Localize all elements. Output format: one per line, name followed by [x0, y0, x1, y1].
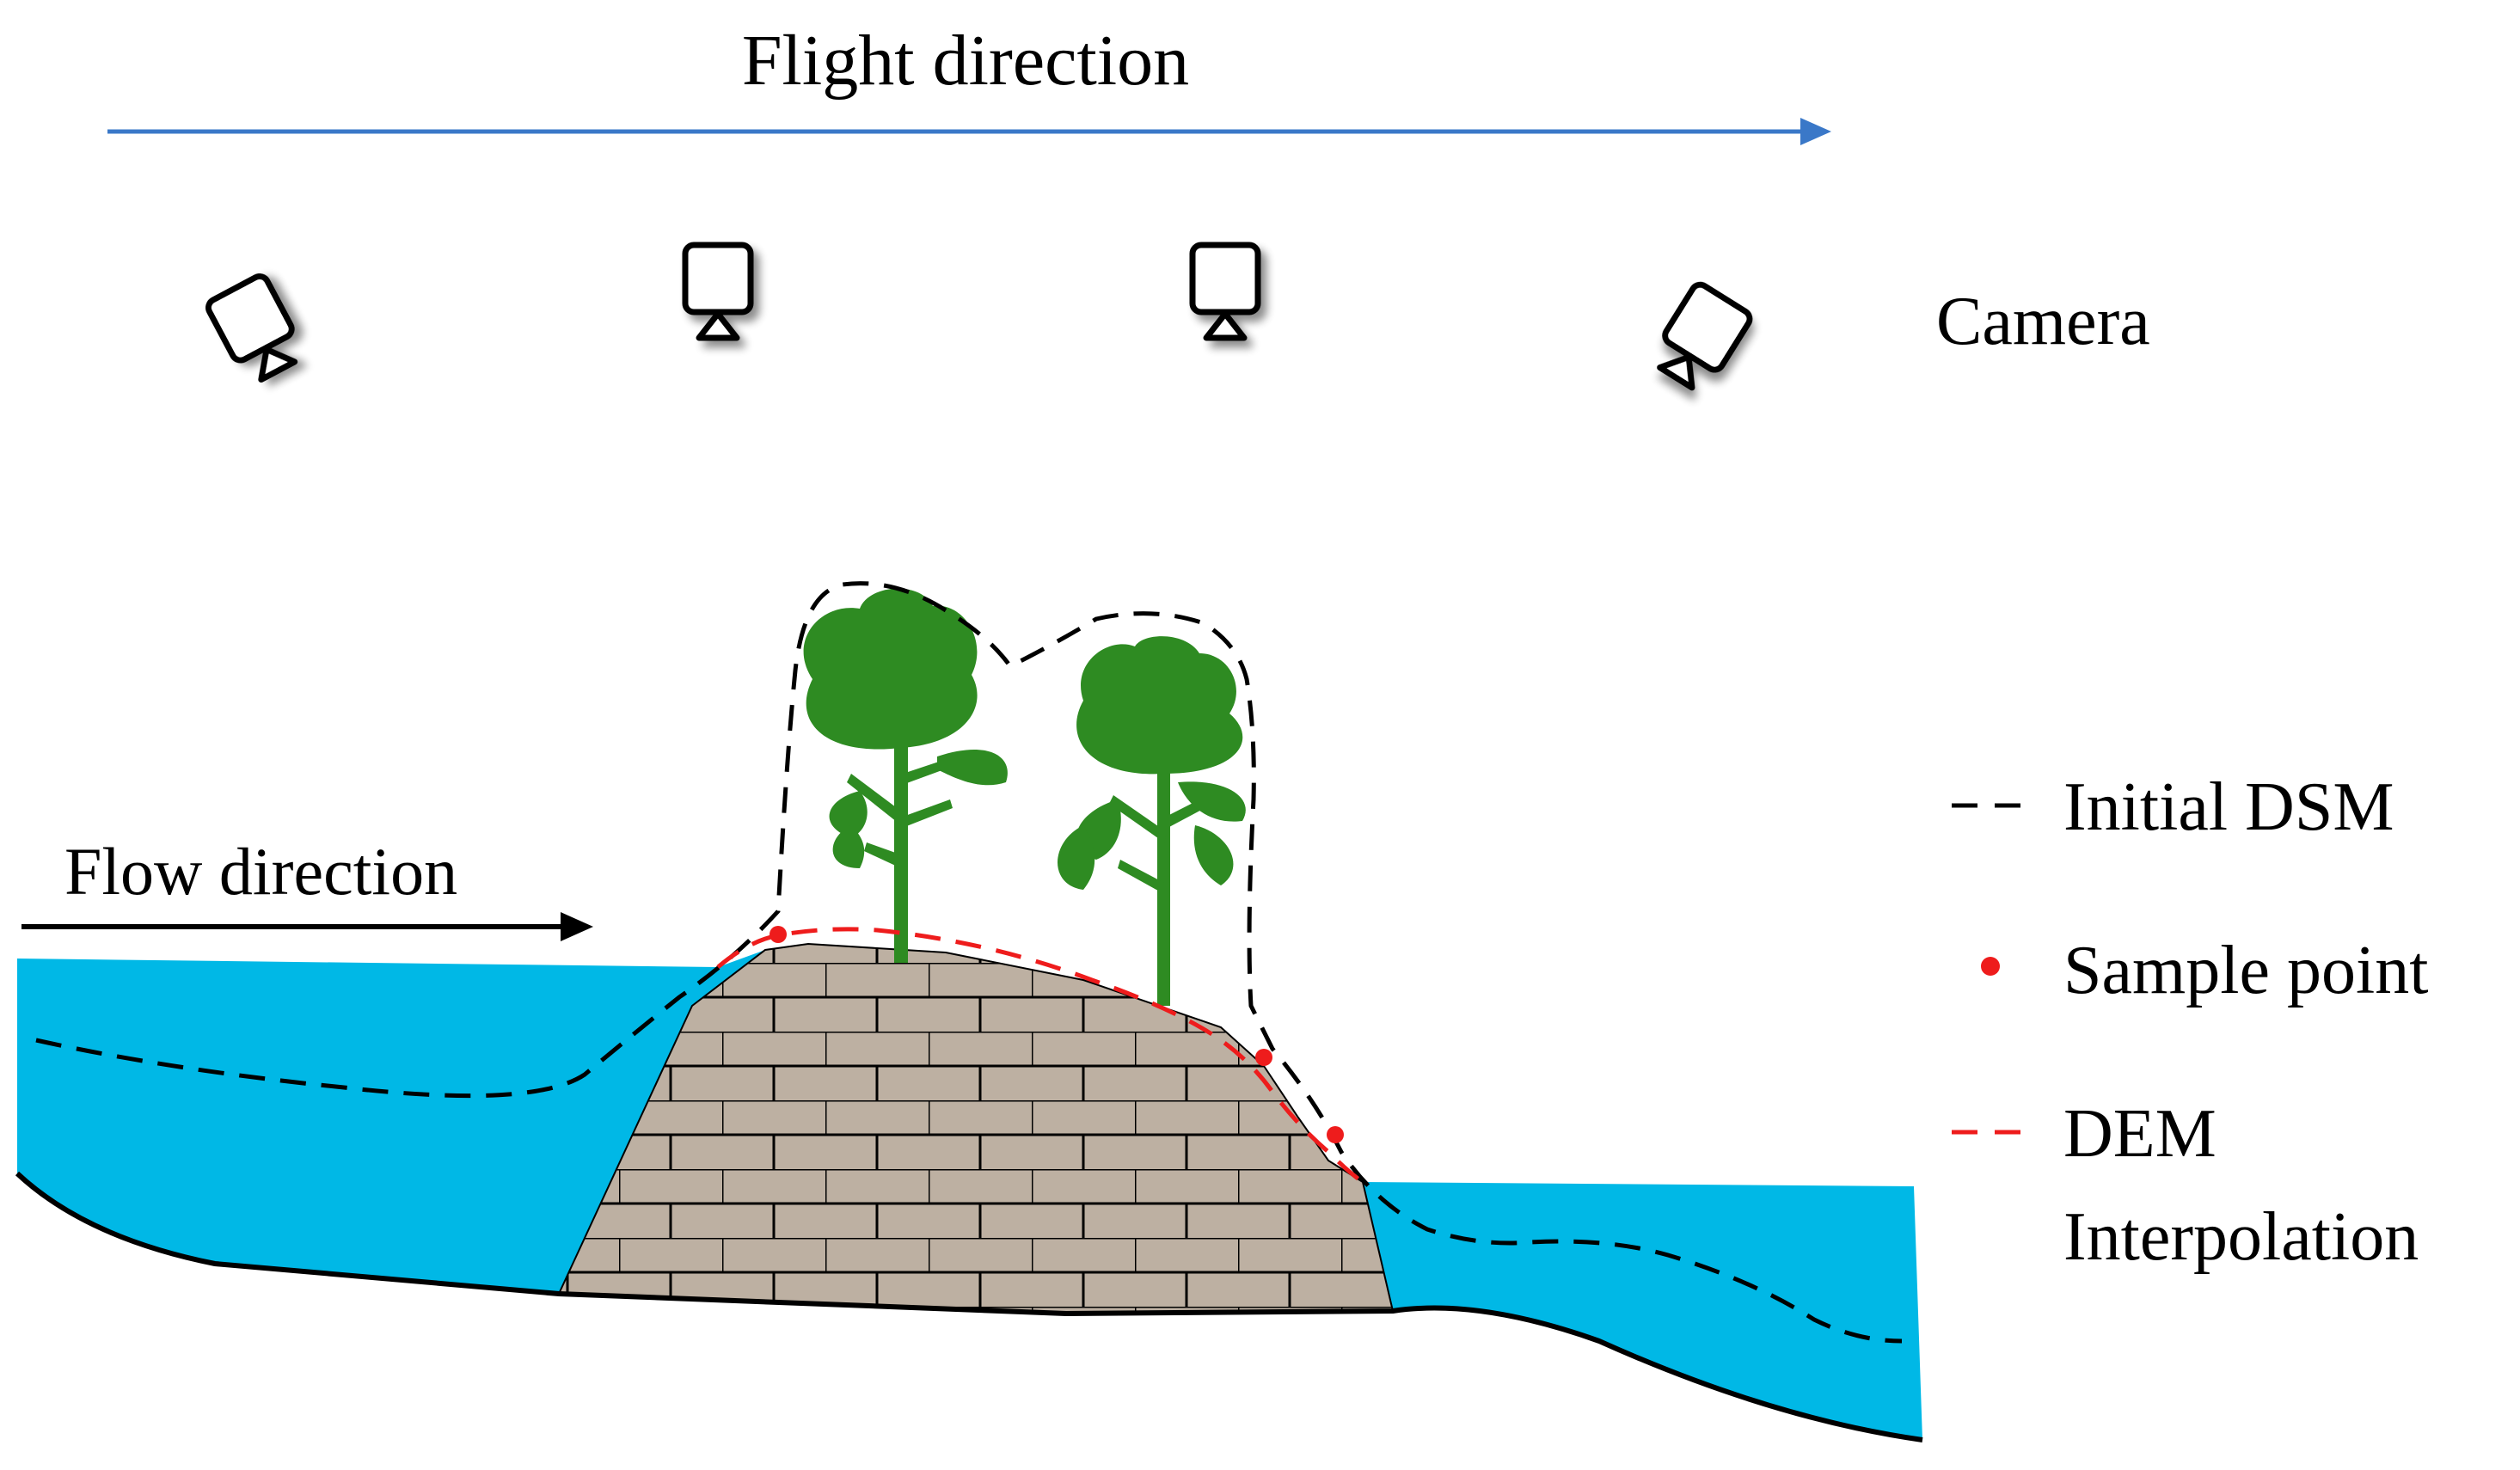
riverbed-line [15, 1171, 1923, 1442]
sample-point [769, 926, 787, 943]
flow-direction-arrow [21, 912, 593, 941]
water-right [1363, 1182, 1922, 1440]
legend-label-dem-line1: DEM [2063, 1096, 2216, 1172]
camera-icon [685, 245, 751, 338]
brick-embankment [557, 942, 1395, 1315]
initial-dsm-line [35, 581, 1903, 1344]
legend-item-dem-interpolation: DEM Interpolation [1952, 1096, 2419, 1275]
camera-icon [1193, 245, 1258, 338]
tree-icon [1058, 636, 1246, 1006]
camera-icon [1648, 281, 1753, 395]
camera-icon [205, 273, 307, 386]
legend-label-initial-dsm: Initial DSM [2063, 769, 2394, 845]
tree-icon [803, 588, 1008, 963]
legend-label-dem-line2: Interpolation [2063, 1199, 2419, 1275]
legend: Initial DSM Sample point DEM Interpolati… [1952, 769, 2428, 1275]
legend-item-sample-point: Sample point [1981, 933, 2428, 1008]
legend-label-sample-point: Sample point [2063, 933, 2428, 1008]
flow-direction-label: Flow direction [64, 834, 457, 909]
legend-item-initial-dsm: Initial DSM [1952, 769, 2394, 845]
water-left [17, 950, 765, 1294]
dem-interpolation-line [716, 927, 1364, 1185]
sample-point [1327, 1126, 1344, 1143]
legend-swatch-sample-point [1981, 957, 2000, 976]
sample-point [1255, 1049, 1272, 1066]
flight-direction-label: Flight direction [742, 21, 1189, 101]
flight-direction-arrow [107, 118, 1831, 145]
camera-label: Camera [1936, 284, 2150, 359]
